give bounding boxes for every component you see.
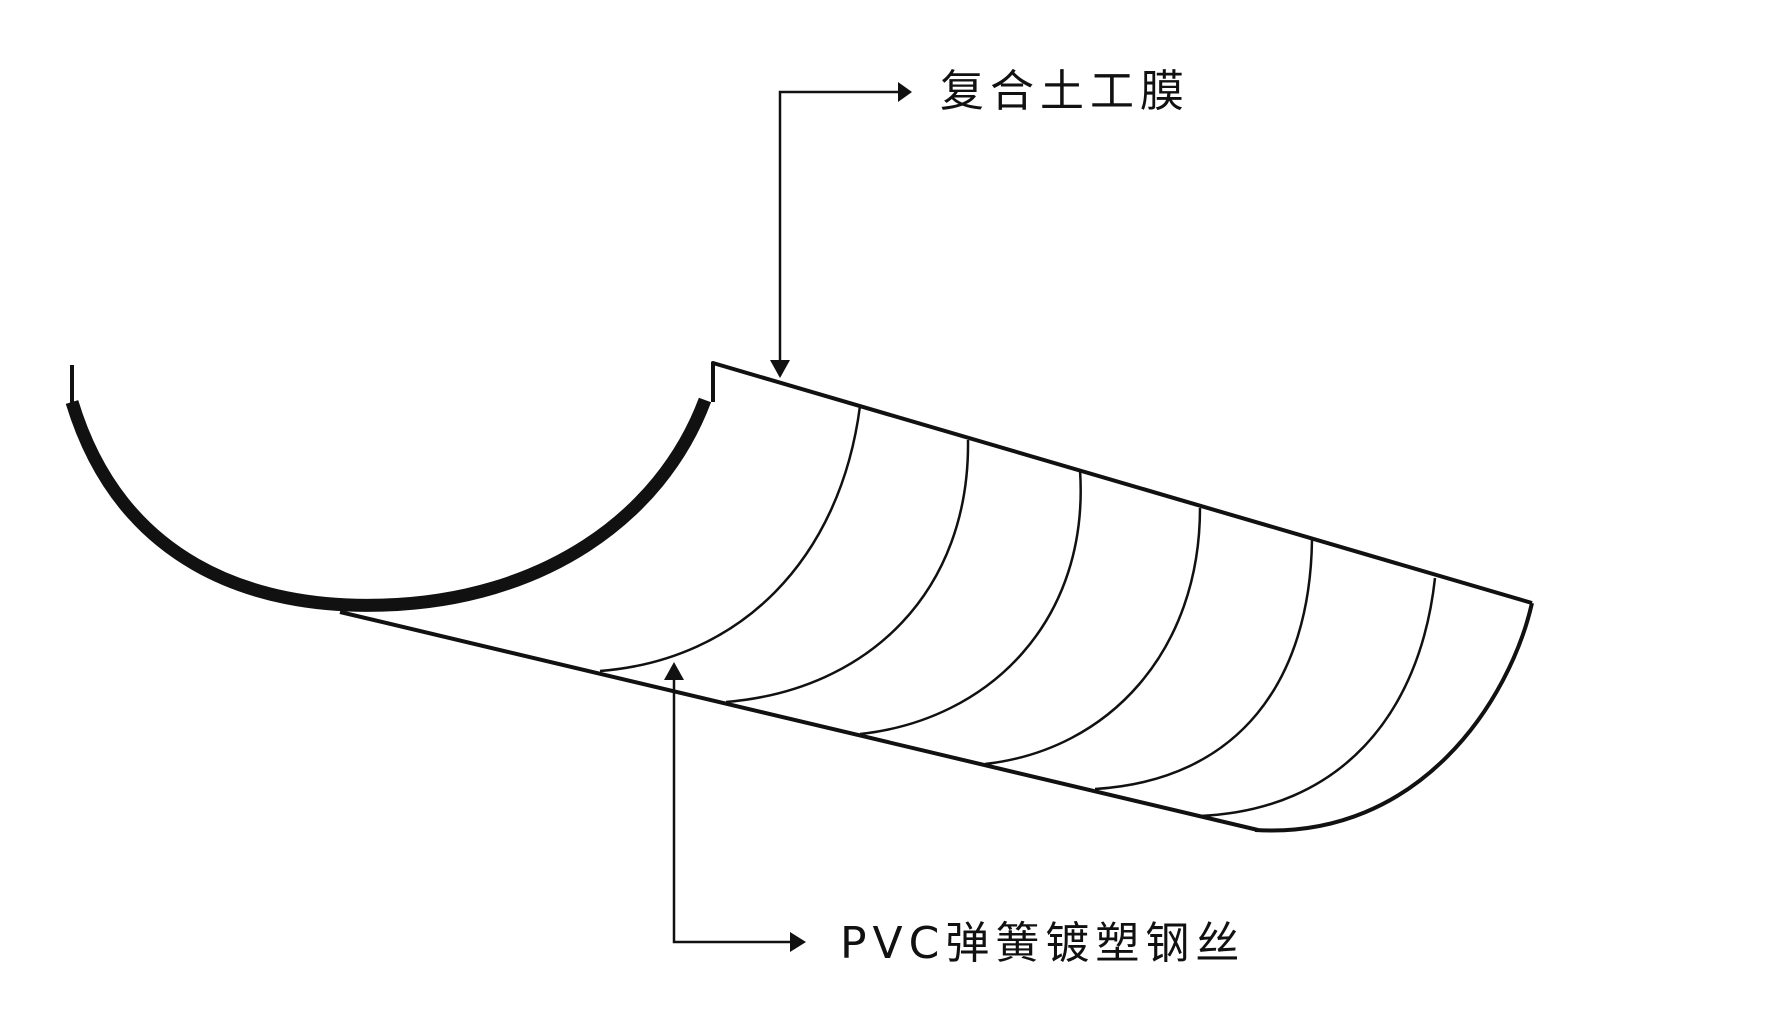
wire-arrowhead-right bbox=[790, 932, 806, 952]
wire-rib bbox=[1094, 539, 1314, 791]
wire-arrowhead-up bbox=[664, 662, 684, 680]
wire-rib bbox=[599, 405, 862, 673]
spring-wire-ribs bbox=[599, 405, 1437, 818]
membrane-leader-line bbox=[778, 90, 898, 376]
wire-leader-line bbox=[672, 666, 790, 944]
membrane-label: 复合土工膜 bbox=[940, 66, 1190, 117]
membrane-callout bbox=[778, 90, 898, 376]
wire-rib bbox=[725, 439, 970, 704]
membrane-top-edge bbox=[711, 361, 1533, 605]
membrane-arrowhead-top bbox=[898, 82, 912, 102]
wire-label: PVC弹簧镀塑钢丝 bbox=[840, 918, 1246, 969]
membrane-far-end bbox=[1254, 602, 1534, 833]
wire-rib bbox=[984, 507, 1202, 766]
membrane-body bbox=[339, 361, 1534, 833]
pipe-end-arc bbox=[65, 397, 712, 612]
wire-rib bbox=[1199, 577, 1437, 818]
wire-callout bbox=[672, 666, 790, 944]
membrane-bottom-edge bbox=[339, 610, 1259, 832]
membrane-arrowhead-down bbox=[770, 360, 790, 378]
wire-rib bbox=[859, 469, 1082, 736]
